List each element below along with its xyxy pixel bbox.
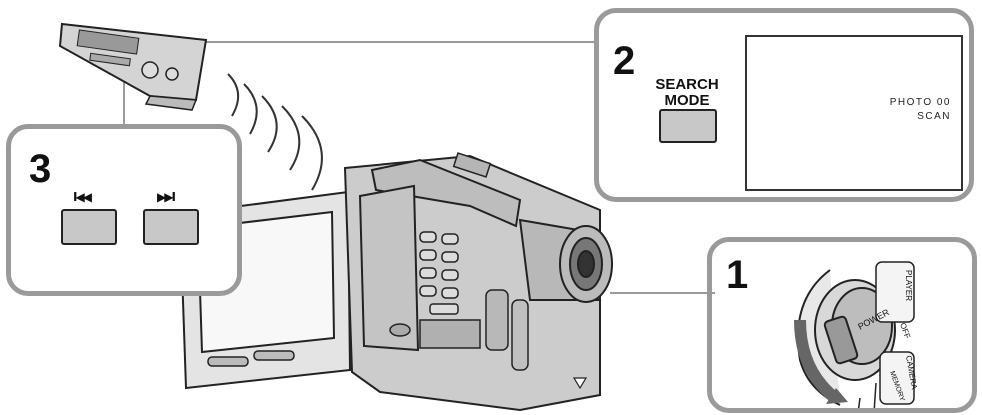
viewfinder-screen: PHOTO 00 SCAN	[745, 35, 963, 191]
player-label: PLAYER	[904, 270, 913, 301]
signal-waves	[227, 73, 323, 191]
rotation-arrow-head	[826, 388, 848, 404]
step1-panel	[707, 237, 977, 413]
power-dial	[797, 261, 915, 414]
screen-photo-line: PHOTO 00	[889, 97, 951, 108]
rotation-arrow	[794, 319, 839, 403]
step2-panel: 2 SEARCH MODE PHOTO 00 SCAN	[594, 8, 974, 202]
screen-scan-line: SCAN	[917, 111, 951, 122]
step1-number: 1	[726, 253, 749, 297]
search-caption-line2: MODE	[664, 92, 710, 109]
next-symbol: ▶▶I	[157, 190, 176, 204]
step3-number: 3	[29, 147, 52, 191]
prev-symbol: I◀◀	[73, 190, 92, 204]
next-button[interactable]	[143, 209, 199, 245]
prev-button[interactable]	[61, 209, 117, 245]
search-caption-line1: SEARCH	[655, 76, 719, 93]
camcorder	[178, 152, 613, 412]
remote-control	[58, 22, 208, 111]
step3-panel: 3 I◀◀ ▶▶I	[6, 124, 242, 296]
search-mode-button[interactable]	[659, 109, 717, 143]
step2-number: 2	[613, 39, 636, 83]
search-mode-caption: SEARCH MODE	[645, 77, 729, 109]
